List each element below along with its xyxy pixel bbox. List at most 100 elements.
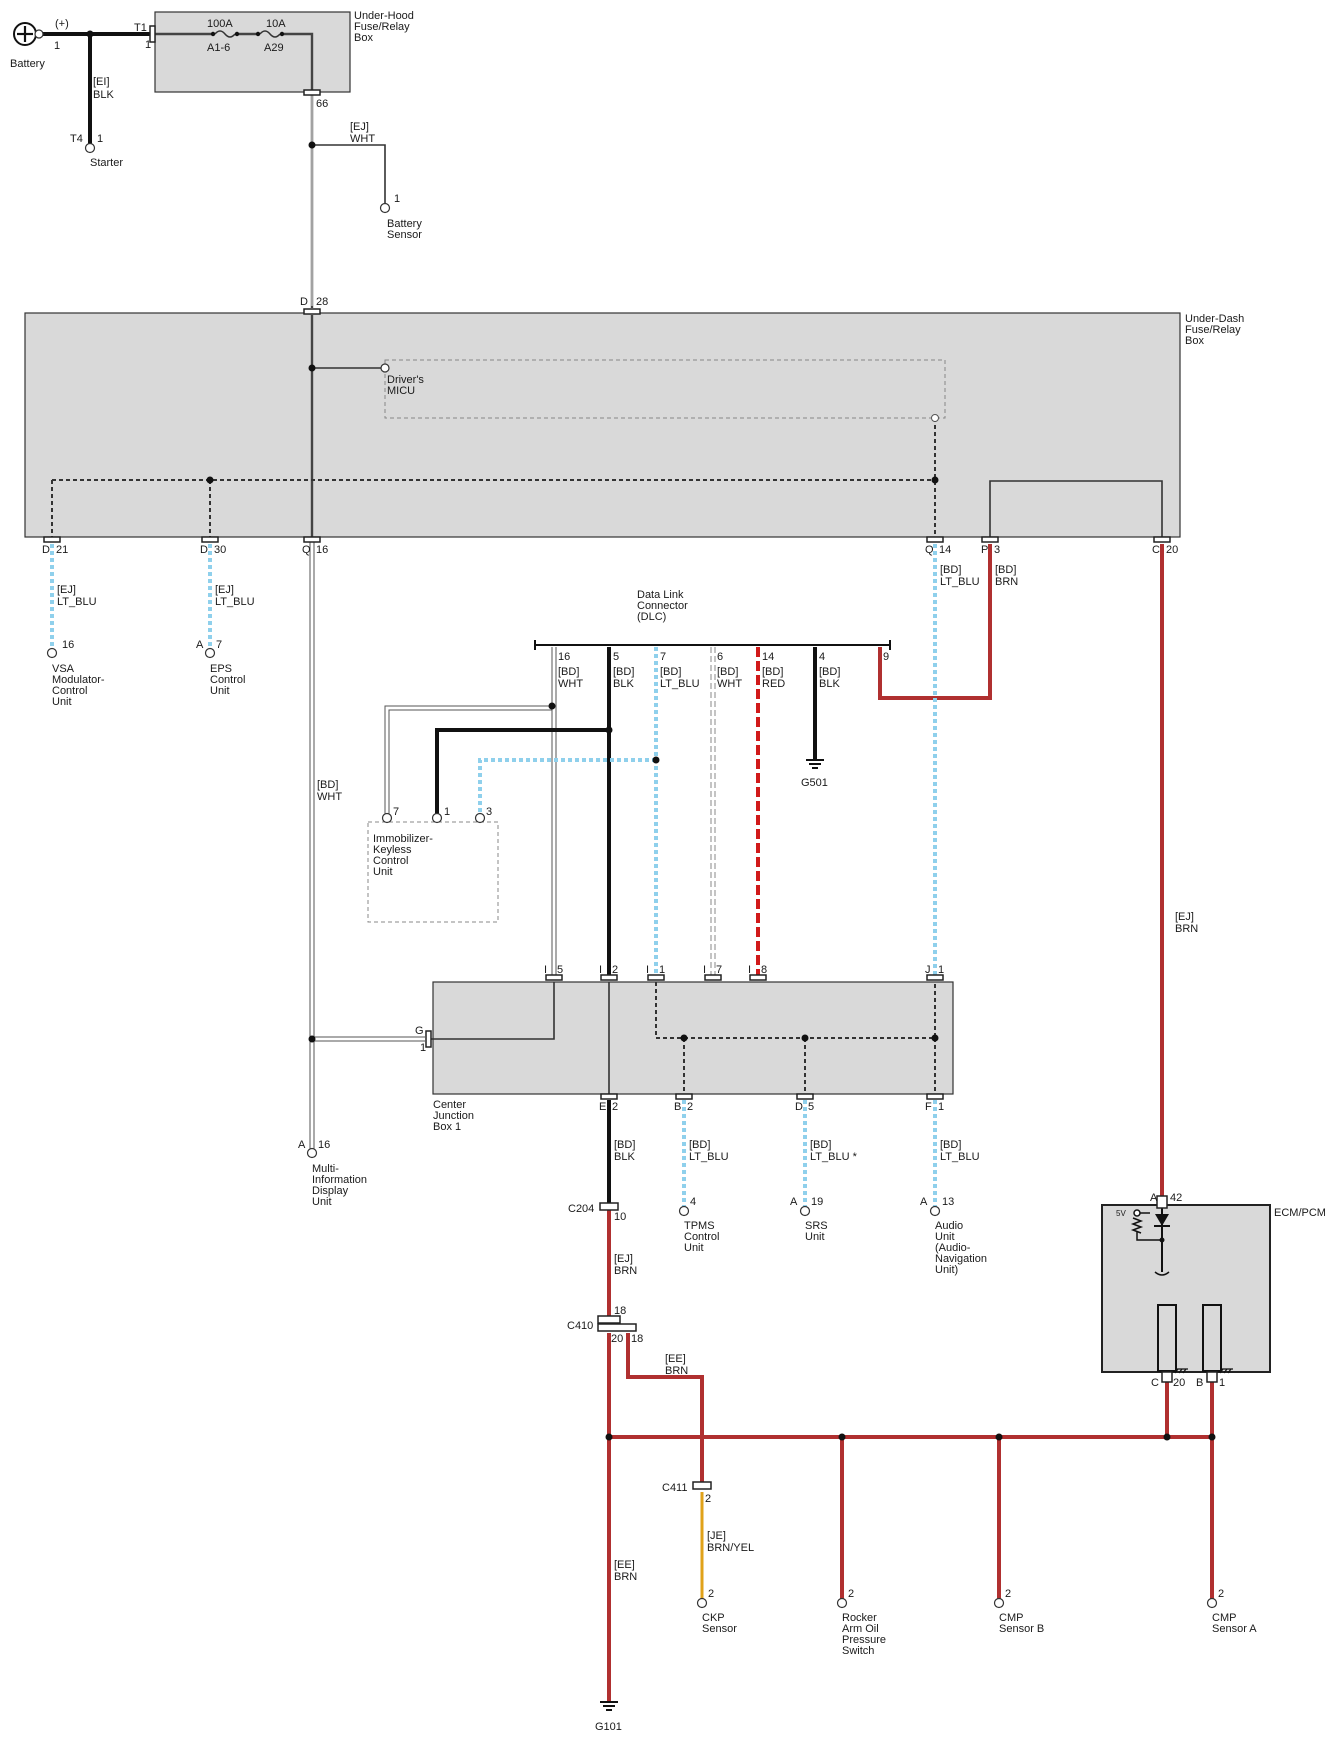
c410-label: C410: [567, 1320, 593, 1332]
wire-d5-code: [BD]: [810, 1139, 831, 1151]
splice-dot: [680, 1034, 688, 1042]
vsa-pin: 16: [62, 639, 74, 651]
splice-dot: [308, 141, 316, 149]
pin-q14-letter: Q: [925, 544, 934, 556]
pin-e2-letter: E: [599, 1101, 606, 1113]
underhood-box-label-2: Fuse/Relay: [354, 21, 410, 33]
srs-label-1: SRS: [805, 1220, 828, 1232]
wire-p3-c20-internal: [989, 480, 1163, 537]
wire-vsa-color: LT_BLU: [57, 596, 97, 608]
pin-f1-letter: F: [925, 1101, 932, 1113]
underdash-box-label-3: Box: [1185, 335, 1204, 347]
rocker-pin: 2: [848, 1588, 854, 1600]
wire-dlc14-color: RED: [762, 678, 785, 690]
connector-ecm-c20: [1161, 1371, 1173, 1383]
fuse-10a-icon: [259, 30, 281, 38]
dlc-pin-9: 9: [883, 651, 889, 663]
connector-c20: [1153, 536, 1171, 543]
cmp-b-label-2: Sensor B: [999, 1623, 1044, 1635]
pin-d30-num: 30: [214, 544, 226, 556]
rocker-label-1: Rocker: [842, 1612, 877, 1624]
tpms-label-2: Control: [684, 1231, 719, 1243]
starter-terminal: [84, 142, 96, 154]
mid-terminal: [306, 1147, 318, 1159]
wire-p3-color: BRN: [995, 576, 1018, 588]
wire-g101-code: [EE]: [614, 1559, 635, 1571]
rocker-label-4: Switch: [842, 1645, 874, 1657]
pin-d28-letter: D: [300, 296, 308, 308]
t1-label: T1: [134, 22, 147, 34]
splice-dot: [931, 476, 939, 484]
underhood-box-label-3: Box: [354, 32, 373, 44]
fuse-terminal: [255, 31, 261, 37]
cjb-label-3: Box 1: [433, 1121, 461, 1133]
ecm-label: ECM/PCM: [1274, 1207, 1326, 1219]
pin-66: 66: [316, 98, 328, 110]
g101-label: G101: [595, 1721, 622, 1733]
wire-fuse-out: [280, 32, 314, 90]
pin-q14-num: 14: [939, 544, 951, 556]
micu-input-terminal: [380, 363, 390, 373]
dlc-label-2: Connector: [637, 600, 688, 612]
dlc-pin-16: 16: [558, 651, 570, 663]
c204-pin: 10: [614, 1211, 626, 1223]
cmp-a-pin: 2: [1218, 1588, 1224, 1600]
pin-i5-num: 5: [557, 964, 563, 976]
pin-p3-num: 3: [994, 544, 1000, 556]
pin-i7-letter: I: [703, 964, 706, 976]
wire-immo7-b: [388, 709, 552, 815]
fuse-terminal: [234, 31, 240, 37]
audio-label-1: Audio: [935, 1220, 963, 1232]
immo-terminal-7: [381, 812, 393, 824]
micu-terminal: [931, 414, 939, 422]
dlc-pin-14: 14: [762, 651, 774, 663]
dlc-label-1: Data Link: [637, 589, 684, 601]
wire-q14-color: LT_BLU: [940, 576, 980, 588]
wire-b2-code: [BD]: [689, 1139, 710, 1151]
vsa-label-4: Unit: [52, 696, 72, 708]
pin-d21-num: 21: [56, 544, 68, 556]
pin-g1-num: 1: [420, 1042, 426, 1054]
splice-dot: [548, 702, 556, 710]
splice-dot: [652, 756, 660, 764]
connector-c411: [692, 1481, 712, 1490]
pin-a42-num: 42: [1170, 1192, 1182, 1204]
wire-eps-color: LT_BLU: [215, 596, 255, 608]
splice-dot: [931, 1034, 939, 1042]
pin-a42-letter: A: [1150, 1192, 1158, 1204]
connector-d21: [43, 536, 61, 543]
pin-j1-letter: J: [925, 964, 931, 976]
immo-label-1: Immobilizer-: [373, 833, 433, 845]
battery-sensor-pin: 1: [394, 193, 400, 205]
mid-pin: 16: [318, 1139, 330, 1151]
ecm-ground-c20: [1157, 1304, 1177, 1372]
dlc-pin-5: 5: [613, 651, 619, 663]
pin-i2-letter: I: [599, 964, 602, 976]
c204-label: C204: [568, 1203, 594, 1215]
ecm-signal-icon: [1154, 1271, 1170, 1276]
srs-label-2: Unit: [805, 1231, 825, 1243]
under-dash-fuse-box: [24, 312, 1181, 538]
fuse1-rating: 100A: [207, 18, 233, 30]
immo-label-3: Control: [373, 855, 408, 867]
fuse2-rating: 10A: [266, 18, 286, 30]
dlc-pin-4: 4: [819, 651, 825, 663]
connector-d28: [303, 308, 321, 315]
wire-eps-code: [EJ]: [215, 584, 234, 596]
micu-label-2: MICU: [387, 385, 415, 397]
t1-pin: 1: [145, 39, 151, 51]
immo-label-2: Keyless: [373, 844, 412, 856]
eps-pin-id: A: [196, 639, 204, 651]
rocker-terminal: [836, 1597, 848, 1609]
rocker-label-2: Arm Oil: [842, 1623, 879, 1635]
wire-c204-code: [EJ]: [614, 1253, 633, 1265]
wire-vsa-code: [EJ]: [57, 584, 76, 596]
dlc-pin-7: 7: [660, 651, 666, 663]
pin-j1-num: 1: [938, 964, 944, 976]
wire-dlc16-color: WHT: [558, 678, 583, 690]
wire-dlc7-code: [BD]: [660, 666, 681, 678]
wire-dlc5-color: BLK: [613, 678, 634, 690]
connector-e2: [600, 1093, 618, 1100]
connector-f1: [926, 1093, 944, 1100]
